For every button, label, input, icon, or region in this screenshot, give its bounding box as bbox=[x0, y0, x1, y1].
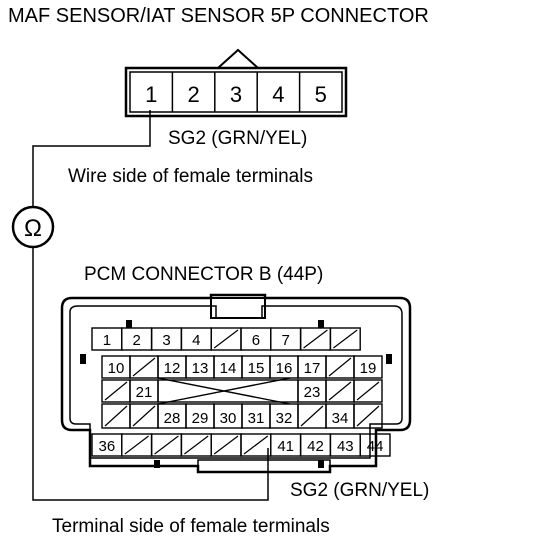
pcm-merged-cell bbox=[157, 379, 299, 403]
bottom-signal-label: SG2 (GRN/YEL) bbox=[290, 480, 429, 501]
pcm-terminal-17: 17 bbox=[304, 360, 321, 377]
pcm-blank-terminal bbox=[104, 381, 128, 401]
maf-terminal-5: 5 bbox=[315, 82, 327, 107]
maf-connector-lock-tab bbox=[217, 48, 259, 69]
top-signal-label: SG2 (GRN/YEL) bbox=[168, 128, 307, 149]
pcm-key-notch-top-left bbox=[126, 320, 132, 328]
maf-connector-outer bbox=[124, 66, 348, 118]
pcm-blank-terminal bbox=[154, 435, 179, 455]
pcm-terminal-31: 31 bbox=[248, 410, 265, 427]
pcm-terminal-14: 14 bbox=[220, 360, 237, 377]
pcm-blank-terminal bbox=[303, 329, 328, 349]
pcm-terminal-12: 12 bbox=[164, 360, 181, 377]
pcm-terminal-41: 41 bbox=[277, 438, 294, 455]
pcm-terminal-28: 28 bbox=[164, 410, 181, 427]
pcm-terminal-23: 23 bbox=[304, 384, 321, 401]
pcm-key-notch-top-right bbox=[318, 320, 324, 328]
pcm-terminal-43: 43 bbox=[337, 438, 354, 455]
pcm-blank-terminal bbox=[333, 329, 358, 349]
pcm-key-notch-bottom-left bbox=[154, 460, 160, 468]
pcm-terminal-42: 42 bbox=[307, 438, 324, 455]
pcm-blank-terminal bbox=[132, 357, 156, 377]
pcm-blank-terminal bbox=[356, 405, 380, 427]
pcm-key-notch-right bbox=[386, 354, 392, 364]
maf-terminal-3: 3 bbox=[230, 82, 242, 107]
pcm-terminal-44: 44 bbox=[367, 438, 384, 455]
pcm-terminal-21: 21 bbox=[136, 384, 153, 401]
pcm-terminal-3: 3 bbox=[162, 332, 170, 349]
pcm-cell bbox=[353, 355, 383, 379]
maf-terminal-1: 1 bbox=[145, 82, 157, 107]
pcm-terminal-36: 36 bbox=[99, 438, 116, 455]
pcm-terminal-32: 32 bbox=[276, 410, 293, 427]
meter-leads bbox=[32, 110, 269, 501]
pcm-connector-housing-inner bbox=[69, 305, 403, 459]
bottom-view-label: Terminal side of female terminals bbox=[52, 516, 330, 537]
pcm-terminal-30: 30 bbox=[220, 410, 237, 427]
pcm-latch bbox=[210, 297, 266, 319]
pcm-blank-terminal bbox=[124, 435, 149, 455]
pcm-blank-terminal bbox=[300, 405, 324, 427]
pcm-blank-terminal bbox=[213, 329, 239, 349]
maf-connector-inner bbox=[129, 71, 343, 113]
pcm-terminal-16: 16 bbox=[276, 360, 293, 377]
pcm-terminal-34: 34 bbox=[332, 410, 349, 427]
pcm-blank-terminal bbox=[132, 405, 156, 427]
pcm-key-notch-left bbox=[80, 354, 86, 364]
pcm-bottom-key bbox=[197, 459, 331, 473]
pcm-blank-terminal bbox=[243, 435, 269, 455]
maf-iat-connector: 1 2 3 4 5 bbox=[124, 48, 348, 118]
pcm-terminal-1: 1 bbox=[103, 332, 111, 349]
pcm-terminal-29: 29 bbox=[192, 410, 209, 427]
pcm-terminal-15: 15 bbox=[248, 360, 265, 377]
pcm-blank-terminal bbox=[328, 381, 352, 401]
pcm-blank-terminal bbox=[356, 381, 380, 401]
pcm-x-cross bbox=[157, 377, 291, 405]
maf-terminal-2: 2 bbox=[187, 82, 199, 107]
pcm-cell bbox=[329, 327, 361, 351]
pcm-key-notch-bottom-right bbox=[318, 460, 324, 468]
pcm-terminal-19: 19 bbox=[360, 360, 377, 377]
pcm-connector-title: PCM CONNECTOR B (44P) bbox=[84, 264, 323, 285]
pcm-terminal-2: 2 bbox=[133, 332, 141, 349]
pcm-terminal-7: 7 bbox=[282, 332, 290, 349]
pcm-blank-terminal bbox=[104, 405, 128, 427]
page-title: MAF SENSOR/IAT SENSOR 5P CONNECTOR bbox=[8, 5, 429, 27]
ohm-symbol: Ω bbox=[24, 215, 42, 242]
ohmmeter-icon: Ω bbox=[11, 205, 55, 249]
pcm-terminal-13: 13 bbox=[192, 360, 209, 377]
pcm-blank-terminal bbox=[213, 435, 239, 455]
pcm-cell bbox=[353, 379, 383, 403]
pcm-terminal-6: 6 bbox=[252, 332, 260, 349]
top-view-label: Wire side of female terminals bbox=[68, 166, 313, 187]
pcm-blank-terminal bbox=[184, 435, 209, 455]
pcm-cell bbox=[359, 433, 391, 457]
pcm-terminal-10: 10 bbox=[108, 360, 125, 377]
pcm-connector-housing bbox=[60, 293, 412, 474]
maf-terminal-4: 4 bbox=[272, 82, 284, 107]
bottom-probe-wire bbox=[32, 247, 269, 501]
pcm-terminal-4: 4 bbox=[192, 332, 200, 349]
pcm-blank-terminal bbox=[328, 357, 352, 377]
pcm-cell bbox=[353, 403, 383, 429]
top-probe-wire bbox=[32, 110, 151, 207]
